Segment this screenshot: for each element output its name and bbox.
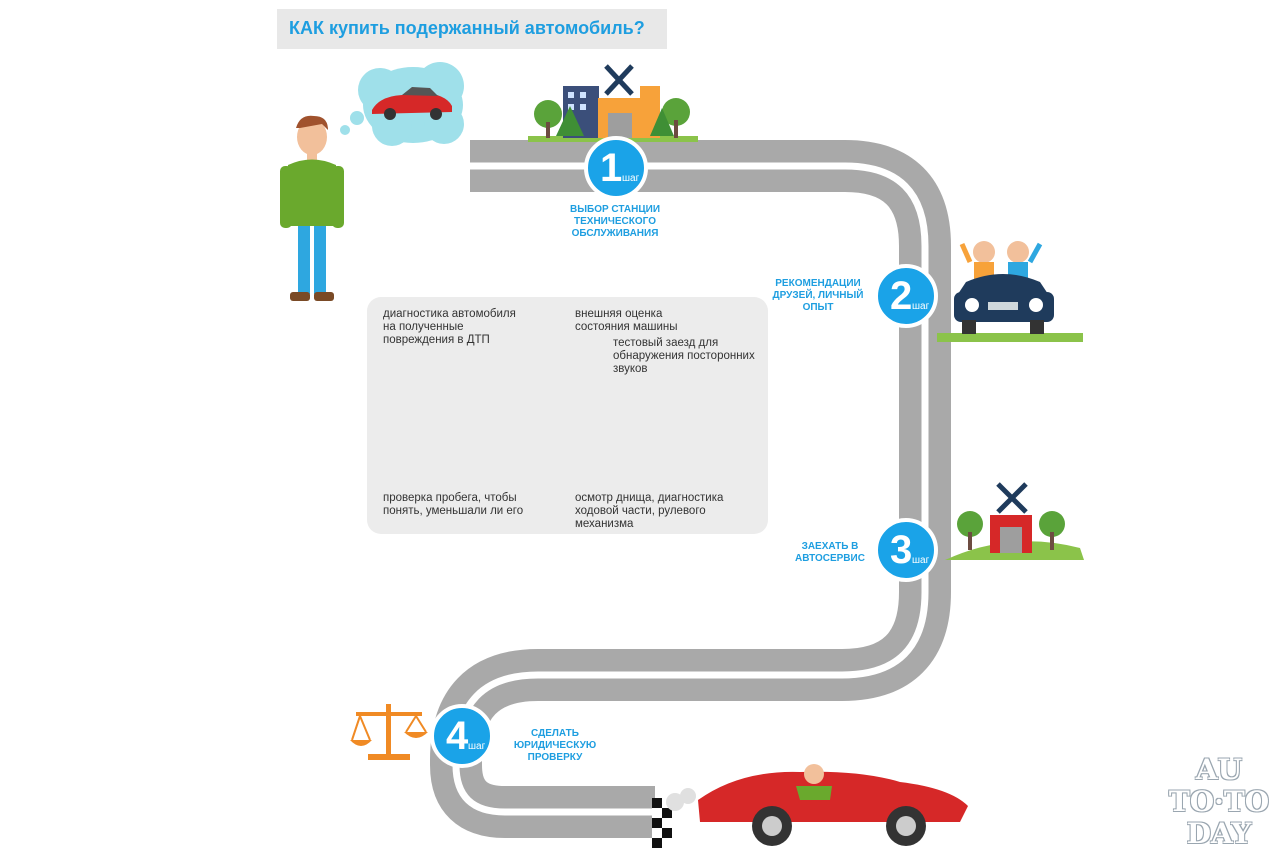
note-line: обнаружения посторонних [613, 350, 755, 362]
step-number: 1 [600, 146, 623, 190]
step-number: 2 [890, 274, 913, 318]
step-1-badge: 1 шаг [584, 136, 648, 200]
title-banner: КАК купить подержанный автомобиль? [277, 9, 667, 49]
step-label-line: ВЫБОР СТАНЦИИ [570, 204, 660, 215]
step-label-line: ПРОВЕРКУ [527, 752, 583, 763]
step-3-label: ЗАЕХАТЬ В АВТОСЕРВИС [786, 541, 874, 565]
step-label-line: АВТОСЕРВИС [795, 553, 865, 564]
note-line: звуков [613, 363, 648, 375]
justice-scales-icon [350, 704, 428, 760]
step-4-badge: 4 шаг [430, 704, 494, 768]
note-line: осмотр днища, диагностика [575, 492, 724, 504]
road-center-line [452, 162, 929, 816]
step-label-line: ЗАЕХАТЬ В [801, 541, 859, 552]
step-2-label: РЕКОМЕНДАЦИИ ДРУЗЕЙ, ЛИЧНЫЙ ОПЫТ [766, 278, 870, 314]
note-test-drive: тестовый заезд для обнаружения посторонн… [613, 337, 755, 376]
step-word: шаг [622, 173, 640, 184]
autotoday-watermark: AU TO·TO DAY [1164, 754, 1274, 850]
auto-service [945, 482, 1084, 560]
step-number: 3 [890, 528, 913, 572]
checkered-flag [652, 798, 672, 850]
step-word: шаг [912, 301, 930, 312]
man-figure [280, 115, 344, 301]
note-accident-diagnostics: диагностика автомобиля на полученные пов… [383, 308, 516, 347]
wrench-screwdriver-icon [604, 64, 634, 96]
thought-cloud [340, 62, 464, 146]
service-buildings [528, 86, 698, 142]
watermark-line: AU [1195, 753, 1243, 786]
note-line: ходовой части, рулевого [575, 505, 706, 517]
step-label-line: СДЕЛАТЬ [531, 728, 579, 739]
watermark-line: TO·TO [1168, 785, 1270, 818]
note-mileage-check: проверка пробега, чтобы понять, уменьшал… [383, 492, 523, 518]
winding-road [430, 140, 951, 838]
note-line: проверка пробега, чтобы [383, 492, 517, 504]
note-line: на полученные [383, 321, 464, 333]
page-title: КАК купить подержанный автомобиль? [289, 18, 645, 38]
step-3-badge: 3 шаг [874, 518, 938, 582]
step-label-line: ЮРИДИЧЕСКУЮ [513, 740, 597, 751]
inspection-panel [367, 297, 768, 534]
step-number: 4 [446, 714, 469, 758]
watermark-line: DAY [1186, 817, 1252, 850]
note-exterior-assessment: внешняя оценка состояния машины [575, 308, 678, 334]
step-label-line: ОПЫТ [802, 302, 834, 313]
step-4-label: СДЕЛАТЬ ЮРИДИЧЕСКУЮ ПРОВЕРКУ [505, 728, 605, 764]
note-line: понять, уменьшали ли его [383, 505, 524, 517]
step-1-label: ВЫБОР СТАНЦИИ ТЕХНИЧЕСКОГО ОБСЛУЖИВАНИЯ [560, 204, 670, 240]
note-underbody-inspection: осмотр днища, диагностика ходовой части,… [575, 492, 723, 531]
note-line: тестовый заезд для [613, 337, 719, 349]
step-label-line: РЕКОМЕНДАЦИИ [775, 278, 861, 289]
step-label-line: ДРУЗЕЙ, ЛИЧНЫЙ [772, 290, 864, 301]
step-label-line: ТЕХНИЧЕСКОГО [574, 216, 656, 227]
note-line: механизма [575, 518, 634, 530]
friends-car [937, 241, 1083, 342]
note-line: повреждения в ДТП [383, 334, 490, 346]
step-label-line: ОБСЛУЖИВАНИЯ [571, 228, 659, 239]
note-line: внешняя оценка [575, 308, 663, 320]
note-line: состояния машины [575, 321, 678, 333]
step-word: шаг [468, 741, 486, 752]
note-line: диагностика автомобиля [383, 308, 516, 320]
step-2-badge: 2 шаг [874, 264, 938, 328]
red-sports-car [666, 764, 968, 846]
step-word: шаг [912, 555, 930, 566]
